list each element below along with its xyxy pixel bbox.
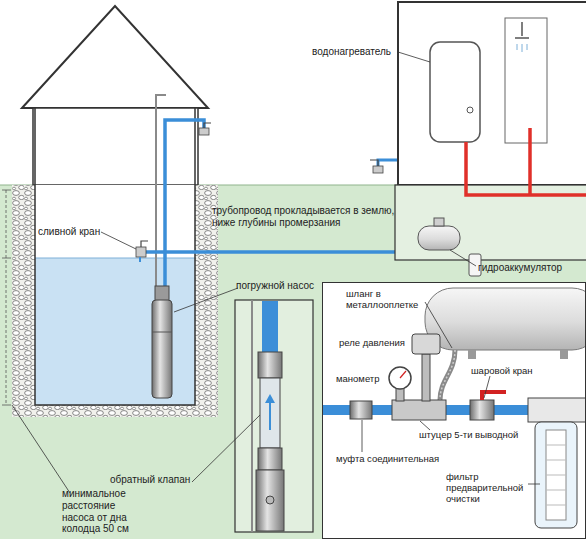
- detail-inset: шланг в металлооплетке реле давления маном…: [322, 282, 586, 539]
- well-pipes: [165, 120, 204, 288]
- detail-inset-art: [560, 350, 568, 359]
- well-house: [22, 6, 208, 185]
- water-taps: [373, 166, 383, 173]
- part-label: фильтр предварительной очистки: [446, 471, 532, 505]
- detail-inset-art: [350, 401, 372, 419]
- dimension-marks: [2, 405, 11, 406]
- check-valve-inset: [235, 300, 313, 532]
- well-shaft: [12, 185, 35, 417]
- part-label: обратный клапан: [110, 474, 210, 486]
- detail-inset-art: [468, 350, 476, 359]
- check-valve-inset: [266, 496, 274, 504]
- detail-inset-art: [528, 398, 586, 422]
- leader-lines: [174, 288, 238, 312]
- detail-inset-art: [440, 350, 455, 400]
- dimension-marks: [2, 190, 11, 405]
- leader-lines: [398, 52, 430, 62]
- detail-inset-art: [412, 334, 440, 354]
- detail-inset-art: [322, 282, 586, 539]
- leader-lines: [12, 52, 540, 493]
- check-valve-inset: [258, 352, 282, 378]
- shower-cabin: [505, 18, 547, 143]
- water-heater: [467, 107, 473, 113]
- dimension-marks: [2, 258, 11, 259]
- well-shaft: [12, 108, 218, 417]
- leader-lines: [420, 421, 430, 430]
- water-taps: [370, 160, 378, 166]
- basement-accumulator: [434, 218, 444, 226]
- leader-lines: [425, 302, 452, 348]
- water-taps: [136, 247, 146, 257]
- well-shaft: [35, 185, 195, 405]
- detail-inset-art: [396, 388, 404, 401]
- part-label: шаровой кран: [471, 365, 551, 376]
- detail-inset-art: [440, 350, 455, 400]
- hot-pipes: [466, 128, 586, 195]
- dimension-marks: [2, 190, 11, 191]
- detail-inset-art: [546, 445, 566, 505]
- leader-lines: [528, 484, 540, 485]
- pipe-note: трубопровод прокладывается в землю, ниже…: [212, 205, 398, 229]
- check-valve-inset: [256, 470, 284, 531]
- shower-cabin: [505, 18, 547, 143]
- detail-inset-art: [392, 400, 446, 420]
- detail-inset-art: [400, 371, 406, 378]
- submersible-pump: [152, 332, 172, 333]
- dimension-note: минимальное расстояние насоса от дна кол…: [62, 488, 148, 535]
- leader-lines: [12, 405, 70, 493]
- part-label: манометр: [336, 373, 391, 384]
- hot-pipes: [528, 128, 532, 195]
- detail-inset-art: [546, 430, 566, 520]
- leader-lines: [101, 232, 136, 249]
- part-label: шланг в металлооплетке: [346, 288, 426, 310]
- basement-accumulator: [418, 226, 460, 250]
- detail-inset-art: [425, 288, 586, 350]
- water-heater: [430, 42, 480, 142]
- well-shaft: [35, 258, 195, 259]
- part-label: погружной насос: [236, 280, 346, 292]
- shower-cabin: [515, 22, 529, 38]
- leader-lines: [450, 250, 476, 266]
- well-shaft: [35, 108, 195, 405]
- part-label: штуцер 5-ти выводной: [419, 429, 531, 440]
- check-valve-inset: [260, 378, 280, 448]
- device-label: водонагреватель: [312, 46, 400, 58]
- check-valve-inset: [258, 448, 282, 470]
- part-label: реле давления: [339, 337, 411, 348]
- well-house: [22, 6, 208, 108]
- part-label: гидроаккумулятор: [478, 262, 582, 274]
- detail-inset-art: [389, 367, 411, 389]
- well-shaft: [35, 258, 195, 405]
- shower-cabin: [517, 44, 527, 52]
- basement-accumulator: [418, 218, 481, 276]
- check-valve-inset: [269, 400, 271, 430]
- submersible-pump: [152, 300, 172, 398]
- dimension-marks: [6, 190, 7, 405]
- house: [395, 2, 586, 260]
- water-taps: [204, 123, 211, 128]
- house: [398, 2, 586, 185]
- detail-inset-art: [535, 422, 577, 528]
- check-valve-inset: [262, 301, 278, 353]
- check-valve-inset: [265, 394, 275, 403]
- detail-inset-art: [470, 400, 494, 420]
- water-taps: [139, 257, 141, 262]
- check-valve-inset: [235, 300, 313, 532]
- well-shaft: [12, 405, 218, 417]
- water-taps: [199, 128, 209, 135]
- leader-lines: [484, 376, 490, 398]
- water-taps: [141, 241, 148, 247]
- submersible-pump: [152, 286, 172, 398]
- detail-inset-art: [422, 354, 430, 401]
- water-heater: [430, 42, 480, 142]
- check-valve-inset: [251, 300, 253, 532]
- hot-pipes: [466, 142, 586, 195]
- leader-lines: [362, 420, 363, 452]
- part-label: сливной кран: [38, 226, 118, 238]
- water-taps: [136, 123, 383, 262]
- leader-lines: [192, 415, 260, 482]
- part-label: муфта соединительная: [336, 453, 448, 464]
